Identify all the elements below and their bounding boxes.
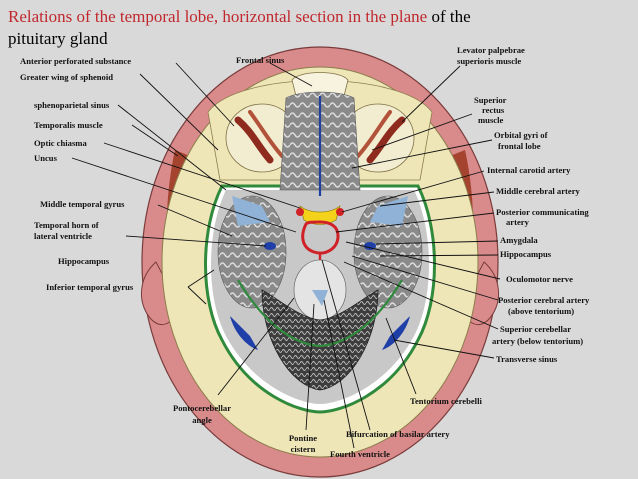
- label-inferior-temporal-gyrus: Inferior temporal gyrus: [46, 282, 134, 292]
- label-temporal-horn-2: lateral ventricle: [34, 231, 92, 241]
- label-tentorium-cerebelli: Tentorium cerebelli: [410, 396, 482, 406]
- label-superior-cerebellar-2: artery (below tentorium): [492, 336, 584, 346]
- label-pontocerebellar-1: Pontocerebellar: [172, 403, 232, 413]
- label-greater-wing-of-sphenoid: Greater wing of sphenoid: [20, 72, 114, 82]
- label-posterior-cerebral-1: Posterior cerebral artery: [498, 295, 590, 305]
- temporal-horn-left: [264, 242, 276, 250]
- rectus-muscle-left: [248, 110, 284, 158]
- internal-carotid-right: [336, 208, 344, 216]
- label-orbital-gyri-1: Orbital gyri of: [494, 130, 548, 140]
- label-oculomotor-nerve: Oculomotor nerve: [506, 274, 573, 284]
- label-middle-temporal-gyrus: Middle temporal gyrus: [40, 199, 125, 209]
- label-superior-cerebellar-1: Superior cerebellar: [500, 324, 572, 334]
- transverse-sinus-left: [230, 316, 258, 350]
- levator-muscle-right: [366, 116, 406, 164]
- label-hippocampus-left: Hippocampus: [58, 256, 110, 266]
- rectus-muscle-right: [356, 110, 392, 158]
- label-pontine-2: cistern: [290, 444, 316, 454]
- label-posterior-communicating-1: Posterior communicating: [496, 207, 589, 217]
- label-pontine-1: Pontine: [288, 433, 318, 443]
- levator-muscle-left: [234, 116, 274, 164]
- leader-lines: [71, 62, 501, 449]
- label-posterior-cerebral-2: (above tentorium): [508, 306, 575, 316]
- label-superior-rectus-3: muscle: [478, 115, 504, 125]
- slide-title: Relations of the temporal lobe, horizont…: [8, 6, 618, 50]
- label-temporal-horn-1: Temporal horn of: [34, 220, 99, 230]
- label-levator-palpebrae-1: Levator palpebrae: [457, 45, 525, 55]
- label-bifurcation-basilar: Bifurcation of basilar artery: [346, 429, 450, 439]
- frontal-sinus: [291, 72, 349, 97]
- label-fourth-ventricle: Fourth ventricle: [330, 449, 390, 459]
- slide-title-part-2: of the: [431, 7, 471, 26]
- label-superior-rectus-1: Superior: [474, 95, 507, 105]
- label-uncus: Uncus: [34, 153, 57, 163]
- transverse-sinus-right: [382, 316, 410, 350]
- label-posterior-communicating-2: artery: [506, 217, 529, 227]
- label-middle-cerebral-artery: Middle cerebral artery: [496, 186, 580, 196]
- fourth-ventricle: [312, 290, 328, 306]
- label-transverse-sinus: Transverse sinus: [496, 354, 558, 364]
- label-frontal-sinus: Frontal sinus: [236, 55, 285, 65]
- label-temporalis-muscle: Temporalis muscle: [34, 120, 103, 130]
- temporal-horn-right: [364, 242, 376, 250]
- label-amygdala: Amygdala: [500, 235, 538, 245]
- label-optic-chiasma: Optic chiasma: [34, 138, 87, 148]
- label-superior-rectus-2: rectus: [482, 105, 505, 115]
- label-anterior-perforated-substance: Anterior perforated substance: [20, 56, 132, 66]
- label-sphenoparietal-sinus: sphenoparietal sinus: [34, 100, 110, 110]
- temporal-lobe-left: [217, 195, 287, 309]
- label-hippocampus-right: Hippocampus: [500, 249, 552, 259]
- slide-title-part-1: Relations of the temporal lobe, horizont…: [8, 7, 432, 26]
- label-pontocerebellar-2: angle: [192, 415, 212, 425]
- label-levator-palpebrae-2: superioris muscle: [457, 56, 522, 66]
- internal-carotid-left: [296, 208, 304, 216]
- tentorium-edge: [237, 279, 403, 348]
- slide-title-part-3: pituitary gland: [8, 29, 108, 48]
- label-orbital-gyri-2: frontal lobe: [498, 141, 541, 151]
- label-internal-carotid-artery: Internal carotid artery: [487, 165, 571, 175]
- circle-of-willis: [301, 220, 340, 255]
- csf-left: [232, 196, 270, 226]
